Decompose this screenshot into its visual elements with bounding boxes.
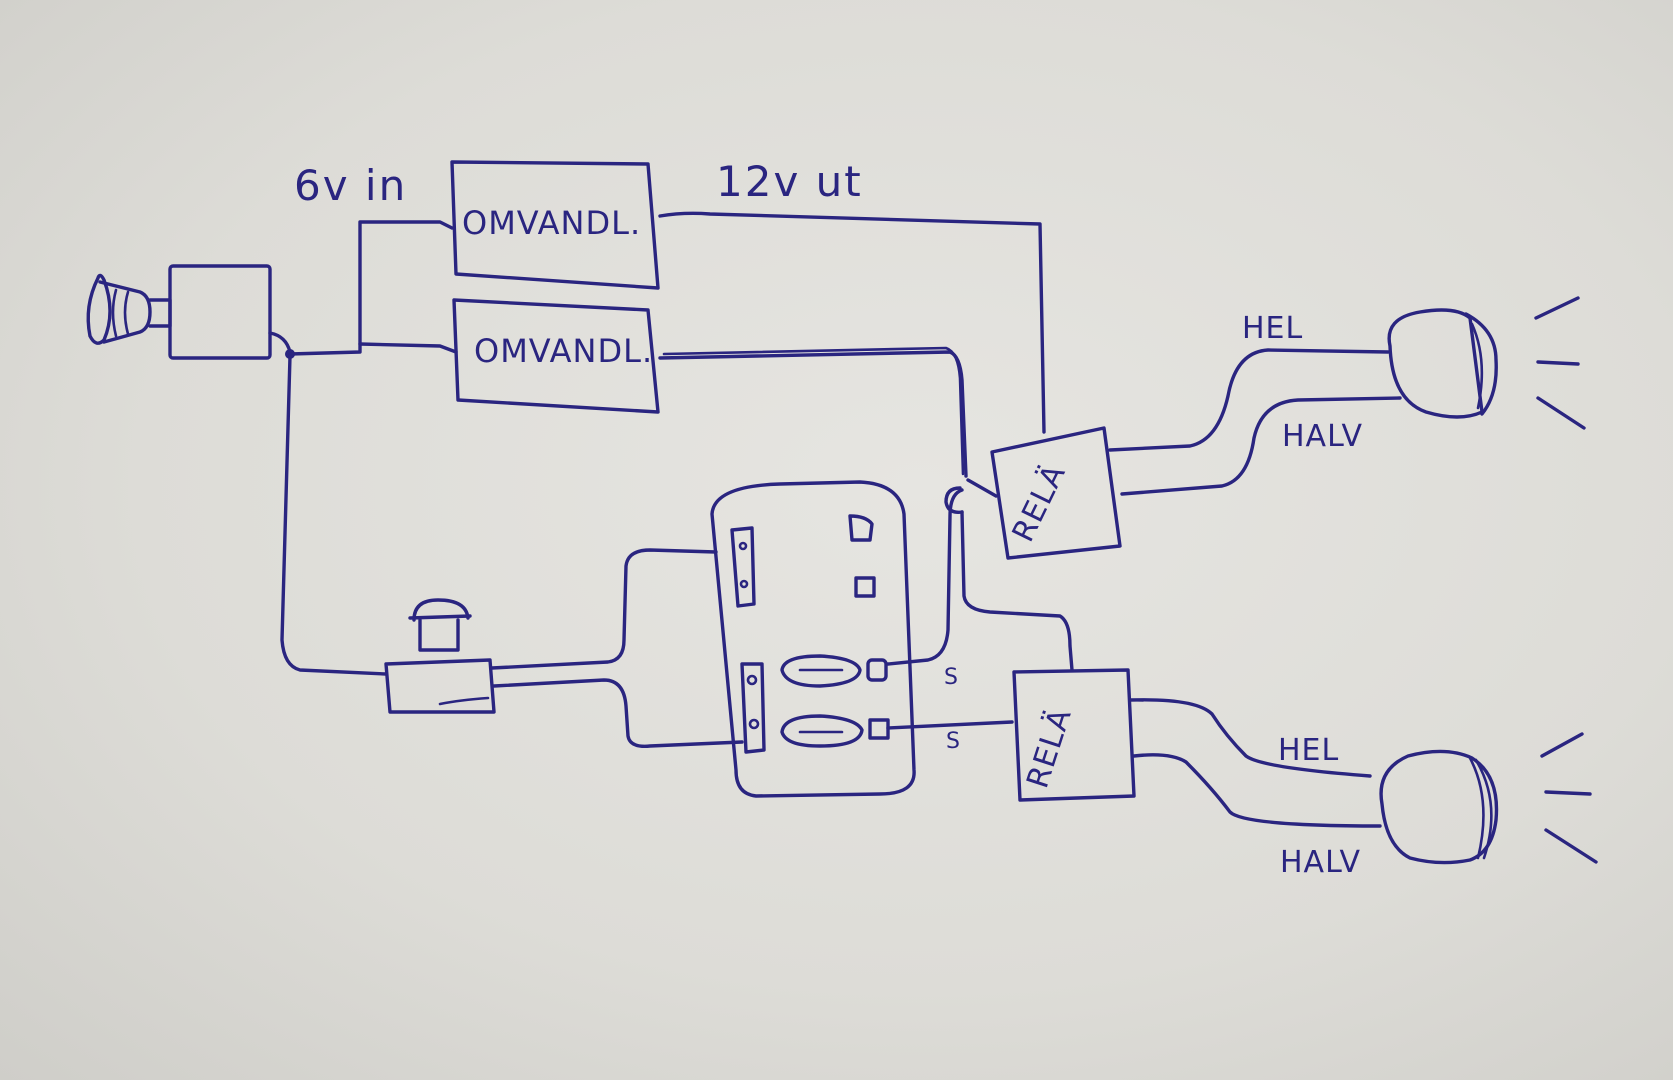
switch-bottom-terminal-label: S [946,729,960,754]
generator-to-switch-wire [280,354,388,676]
combo-paddle-bottom [780,714,864,748]
feed-wire-top-converter [288,220,454,356]
light-rays-top-icon [1534,296,1586,430]
combination-switch [710,480,916,798]
light-rays-bottom-icon [1540,732,1598,864]
feed-wire-bottom-converter [358,342,458,354]
wire-crossover-hop [944,486,964,514]
switch-top-terminal-label: S [944,665,958,690]
lamp-top-high-label: HEL [1242,311,1303,346]
top-converter-output-wire [658,211,1046,434]
combo-to-relay-bottom-wire [886,720,1014,730]
light-switch-icon [384,598,496,714]
bottom-converter-output-wire [658,350,968,478]
headlamp-bottom-icon [1379,749,1499,865]
combo-output-bottom [868,718,890,740]
input-voltage-label: 6v in [294,161,407,210]
combo-terminal-strip-top [730,526,756,608]
lamp-bottom-high-label: HEL [1278,733,1339,768]
switch-to-combo-wire-a [490,548,718,670]
relay-bottom: RELÄ [1012,668,1136,802]
wire-to-bottom-relay [960,510,1074,672]
lamp-bottom-low-wire [1132,753,1382,828]
lamp-top-low-wire [1120,396,1402,496]
combo-terminal-strip-bottom [740,662,766,754]
bottom-converter-output-wire-trace [662,346,965,476]
converter-top: OMVANDL. [450,160,660,290]
generator-icon [86,264,272,360]
lamp-bottom-low-label: HALV [1280,845,1361,880]
relay-top-input-wire [966,478,998,498]
lamp-top-low-label: HALV [1282,419,1363,454]
relay-bottom-label: RELÄ [1019,704,1078,793]
lamp-bottom-high-wire [1128,698,1372,778]
combo-contact-middle [854,576,876,598]
combo-output-top [866,658,888,682]
switch-to-combo-wire-b [492,678,744,748]
converter-bottom-label: OMVANDL. [474,332,653,370]
relay-top-label: RELÄ [1005,458,1073,547]
combo-contact-top [848,514,874,542]
lamp-top-high-wire [1108,348,1390,452]
headlamp-top-icon [1387,308,1498,419]
output-voltage-label: 12v ut [716,157,863,206]
generator-output-wire [268,331,292,354]
converter-bottom: OMVANDL. [452,298,660,414]
combo-to-relay-top-wire [886,488,964,666]
relay-top: RELÄ [990,426,1122,560]
converter-top-label: OMVANDL. [462,204,641,242]
combo-paddle-top [780,654,862,688]
